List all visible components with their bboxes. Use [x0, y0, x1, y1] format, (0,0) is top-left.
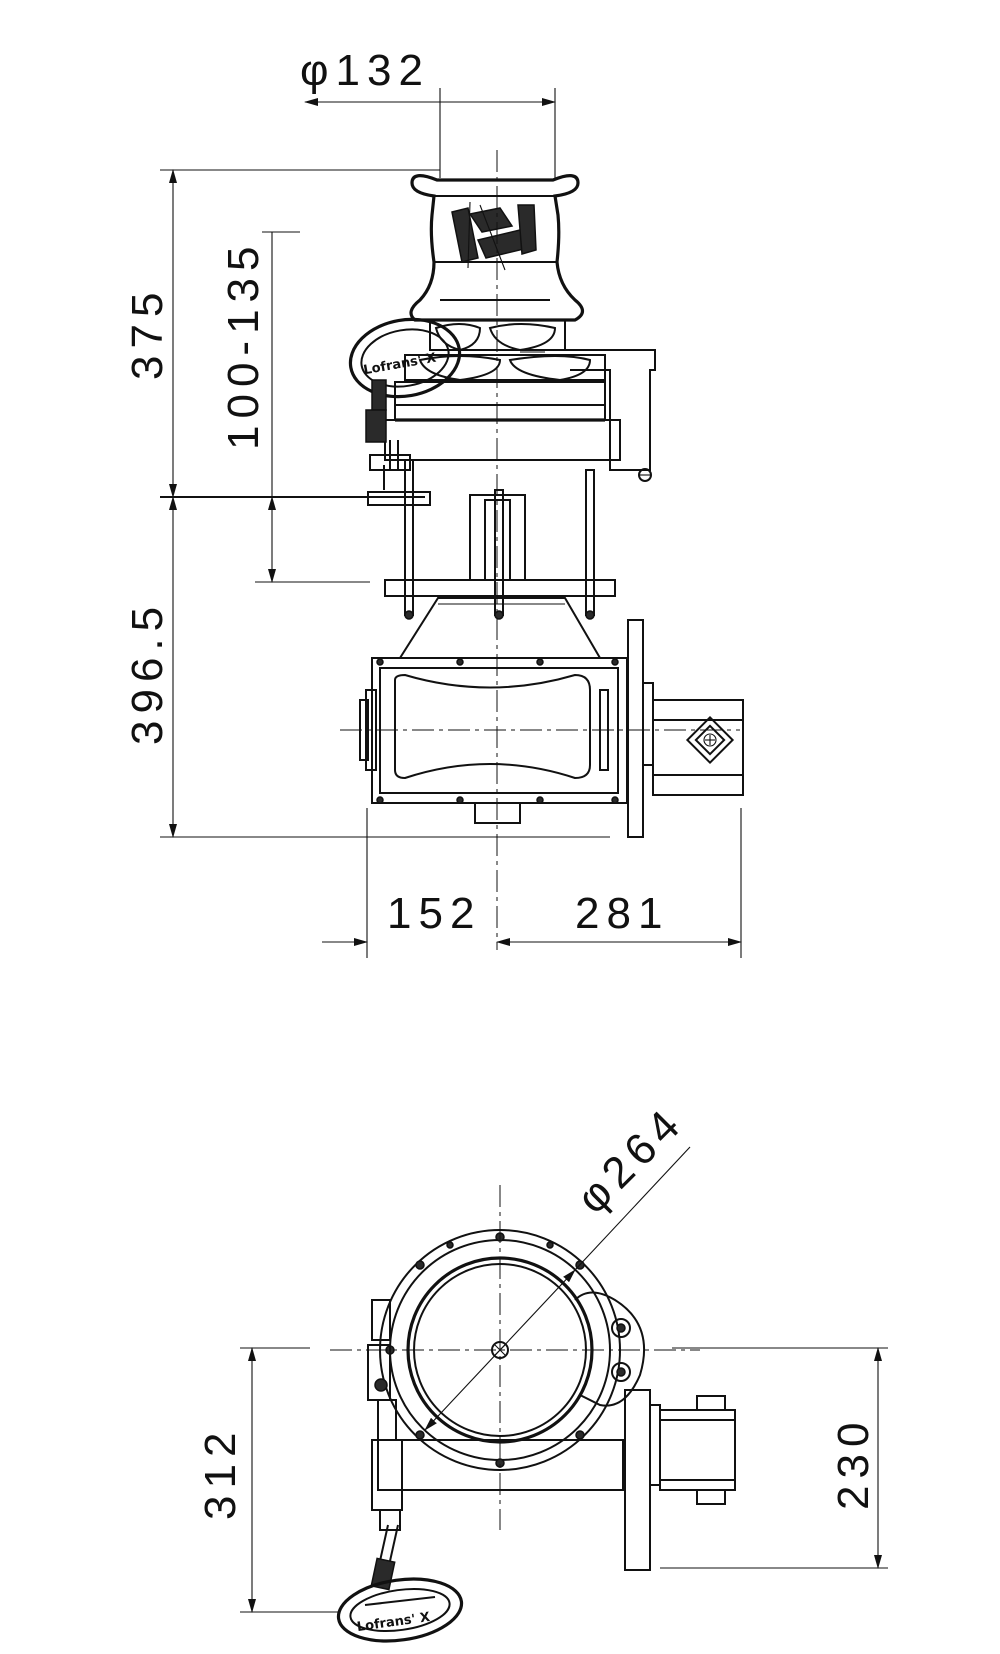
gearbox-cone: [398, 597, 602, 659]
dim-below-deck: 396.5: [123, 496, 610, 838]
dim-label-cap-diameter: φ132: [300, 46, 430, 95]
dim-label-plan-width: 230: [829, 1416, 878, 1510]
plan-motor: [377, 1389, 736, 1571]
dim-label-left-width: 152: [387, 889, 481, 938]
plan-left-fittings: [367, 1299, 403, 1531]
dim-label-deck-thickness: 100-135: [219, 240, 268, 450]
bracket: [540, 349, 656, 482]
dim-deck-thickness: 100-135: [219, 231, 370, 583]
logo-text-top: Lofrans' X: [362, 351, 437, 379]
dim-total-height: 375: [123, 169, 440, 498]
plan-view: Lofrans' X φ264 312 230: [196, 1097, 888, 1643]
plan-bracket: [574, 1291, 646, 1407]
dim-plan-width: 230: [660, 1347, 888, 1569]
dim-label-plan-length: 312: [196, 1426, 245, 1520]
below-deck-studs: [384, 459, 616, 620]
capstan-drum: [409, 174, 585, 322]
dim-cap-diameter: φ132: [300, 46, 556, 178]
motor-flange: [627, 619, 744, 838]
dim-label-total-height: 375: [123, 286, 172, 380]
gypsy-wheel: [384, 319, 621, 461]
dim-label-below-deck: 396.5: [123, 600, 172, 745]
dim-label-base-diameter: φ264: [567, 1097, 694, 1224]
dim-widths: 152 281: [322, 808, 742, 958]
dim-plan-length: 312: [196, 1347, 340, 1613]
dim-label-right-width: 281: [575, 889, 669, 938]
motor: [359, 657, 628, 824]
plan-handle: Lofrans' X: [336, 1524, 464, 1643]
side-elevation-view: Lofrans' X: [123, 46, 744, 958]
